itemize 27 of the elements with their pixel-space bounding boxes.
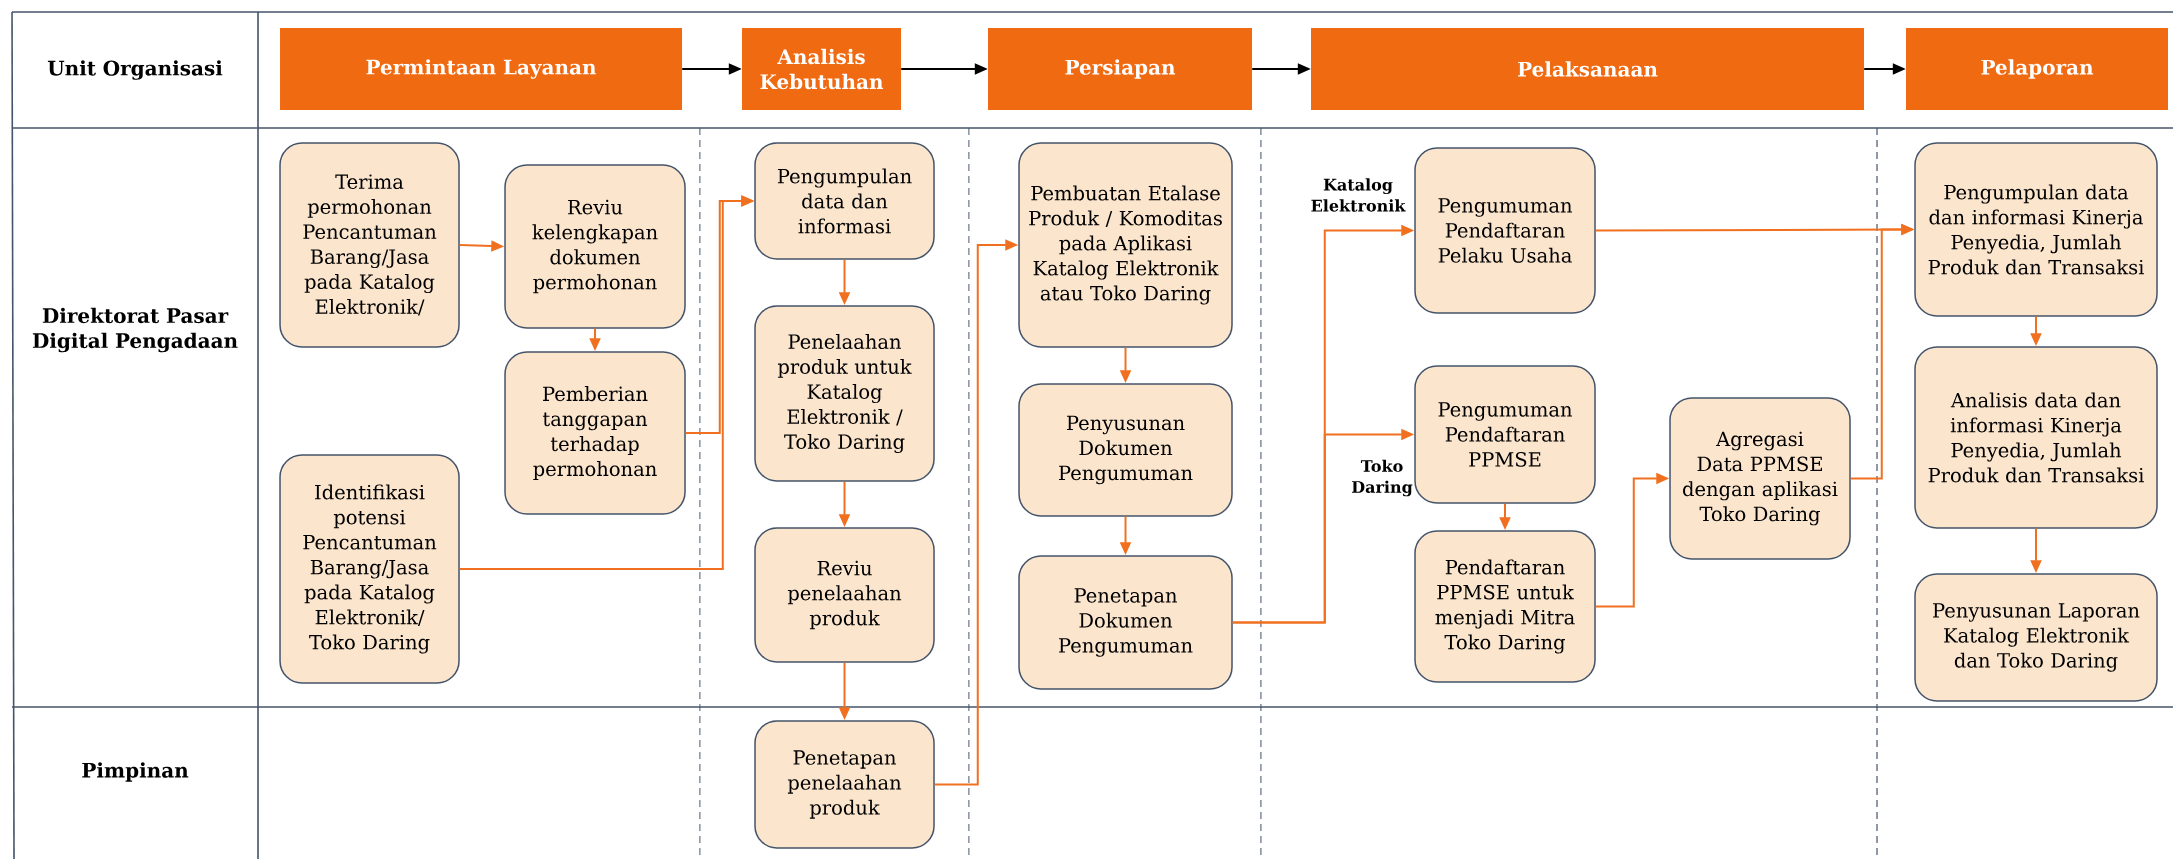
phase-header: Analisis Kebutuhan bbox=[742, 28, 901, 110]
process-box: Penyusunan Laporan Katalog Elektronik dan Toko Daring bbox=[1914, 573, 2158, 702]
process-box: Pengumuman Pendaftaran Pelaku Usaha bbox=[1414, 147, 1596, 314]
process-box: Analisis data dan informasi Kinerja Penyedia, Jumlah Produk dan Transaksi bbox=[1914, 346, 2158, 529]
process-box: Pemberian tanggapan terhadap permohonan bbox=[504, 351, 686, 515]
phase-header: Pelaporan bbox=[1906, 28, 2168, 110]
process-box: Penetapan penelaahan produk bbox=[754, 720, 935, 849]
process-box: Penetapan Dokumen Pengumuman bbox=[1018, 555, 1233, 690]
process-box: Pembuatan Etalase Produk / Komoditas pada Aplikasi Katalog Elektronik atau Toko Daring bbox=[1018, 142, 1233, 348]
process-box: Penelaahan produk untuk Katalog Elektronik / Toko Daring bbox=[754, 305, 935, 482]
row-label: Unit Organisasi bbox=[47, 60, 223, 80]
process-box: Agregasi Data PPMSE dengan aplikasi Toko Daring bbox=[1669, 397, 1851, 560]
process-box: Pengumpulan data dan informasi bbox=[754, 142, 935, 260]
process-box: Pengumuman Pendaftaran PPMSE bbox=[1414, 365, 1596, 504]
phase-header: Pelaksanaan bbox=[1311, 28, 1864, 110]
process-box: Penyusunan Dokumen Pengumuman bbox=[1018, 383, 1233, 517]
row-label: Pimpinan bbox=[82, 762, 189, 782]
process-box: Terima permohonan Pencantuman Barang/Jasa pada Katalog Elektronik/ bbox=[279, 142, 460, 348]
process-box: Pendaftaran PPMSE untuk menjadi Mitra Toko Daring bbox=[1414, 530, 1596, 683]
process-box: Reviu penelaahan produk bbox=[754, 527, 935, 663]
phase-header: Persiapan bbox=[988, 28, 1252, 110]
process-box: Reviu kelengkapan dokumen permohonan bbox=[504, 164, 686, 329]
process-box: Identifikasi potensi Pencantuman Barang/Jasa pada Katalog Elektronik/ Toko Daring bbox=[279, 454, 460, 684]
phase-header: Permintaan Layanan bbox=[280, 28, 682, 110]
branch-label: Toko Daring bbox=[1352, 459, 1413, 497]
row-label: Direktorat Pasar Digital Pengadaan bbox=[32, 307, 238, 353]
process-box: Pengumpulan data dan informasi Kinerja Penyedia, Jumlah Produk dan Transaksi bbox=[1914, 142, 2158, 317]
